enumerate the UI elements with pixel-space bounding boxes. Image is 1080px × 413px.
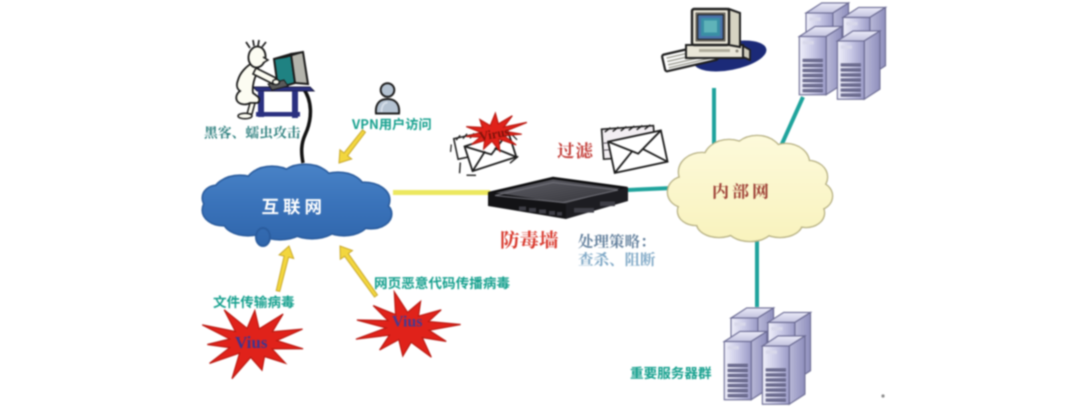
svg-text:Virus: Virus [478, 124, 511, 144]
svg-text:Vius: Vius [392, 314, 423, 331]
svg-text:Vius: Vius [235, 333, 268, 352]
